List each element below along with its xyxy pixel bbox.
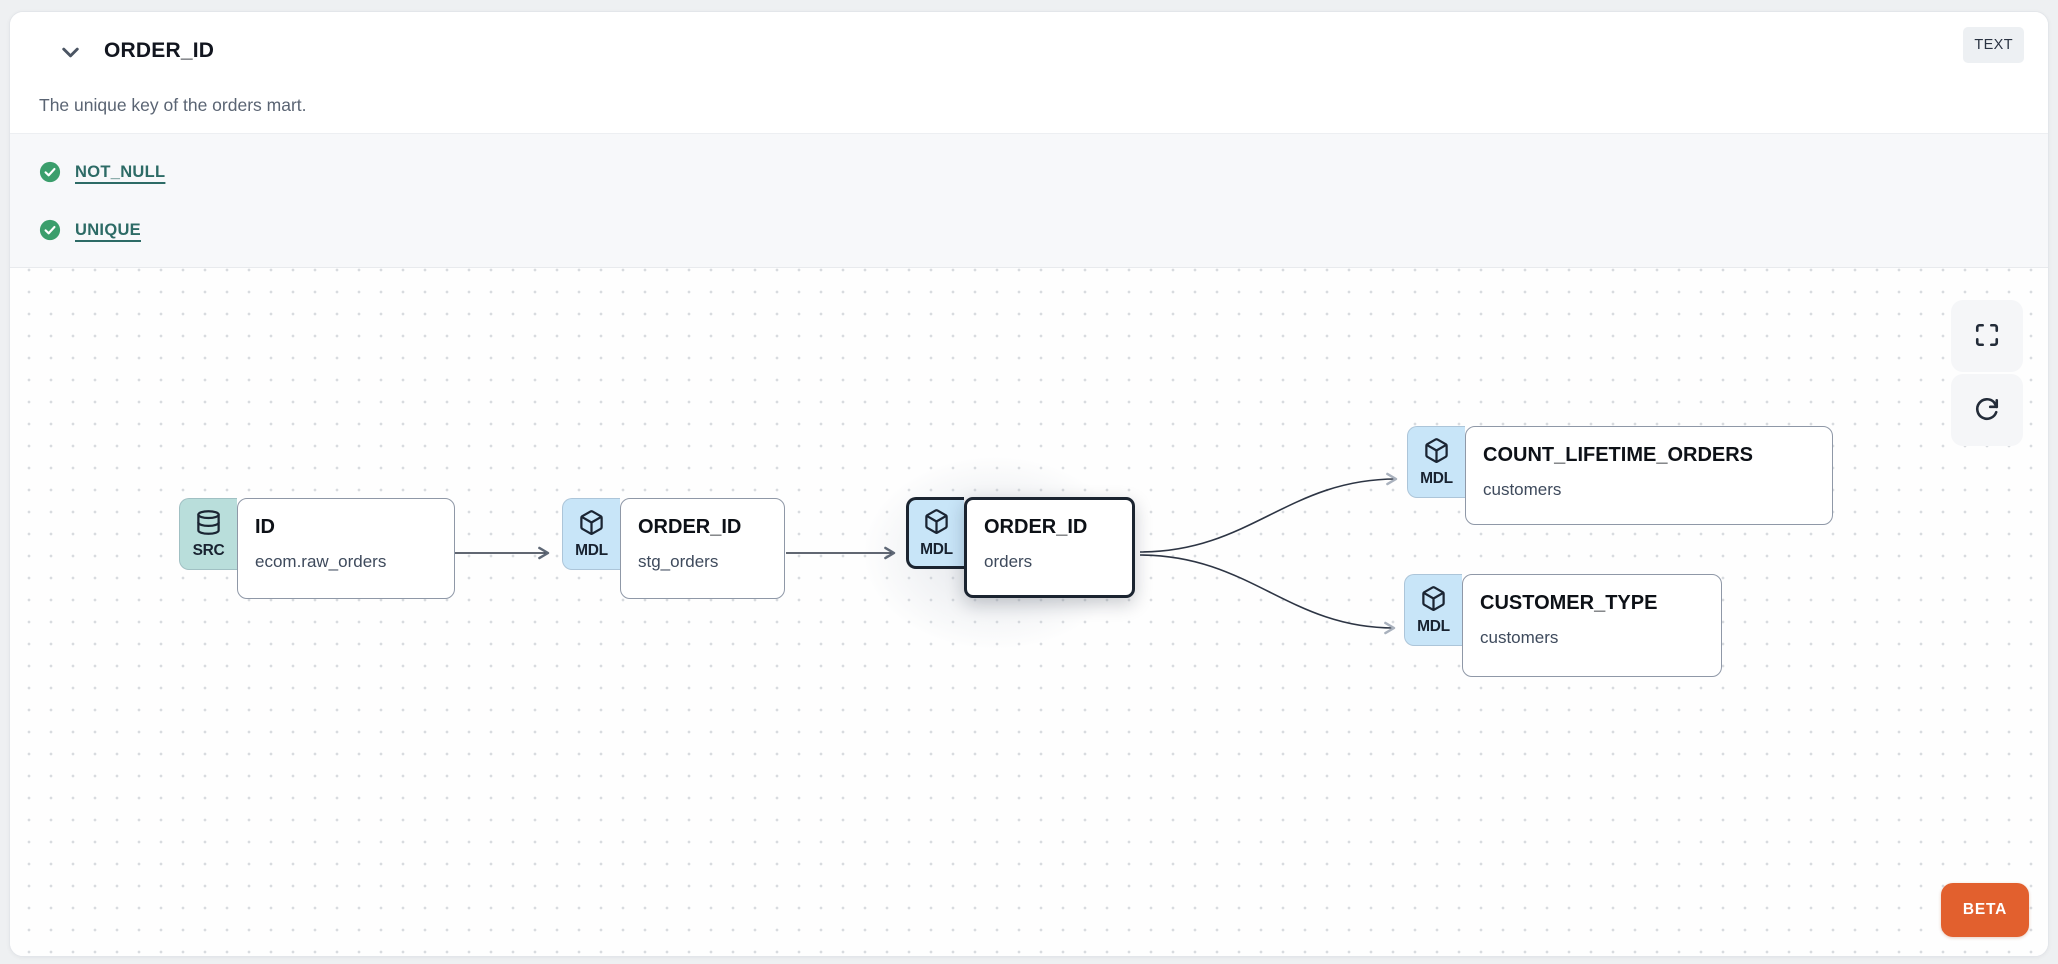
test-link-not-null[interactable]: NOT_NULL: [75, 162, 166, 181]
node-type-badge: MDL: [906, 497, 964, 569]
node-subtitle: customers: [1483, 480, 1562, 499]
column-details-panel: ORDER_ID TEXT The unique key of the orde…: [9, 11, 2049, 957]
refresh-button[interactable]: [1951, 374, 2023, 446]
lineage-canvas[interactable]: SRC ID ecom.raw_orders MDL ORDER_ID stg_…: [10, 268, 2048, 956]
refresh-icon: [1974, 396, 2000, 425]
check-circle-icon: [39, 219, 61, 241]
node-subtitle: orders: [984, 552, 1033, 571]
node-card: ORDER_ID orders: [964, 497, 1135, 598]
node-type-badge: MDL: [562, 498, 620, 570]
column-title: ORDER_ID: [104, 39, 215, 62]
node-badge-label: SRC: [192, 541, 225, 559]
lineage-node-source[interactable]: SRC ID ecom.raw_orders: [179, 498, 455, 599]
node-subtitle: stg_orders: [638, 552, 719, 571]
lineage-node-customer-type[interactable]: MDL CUSTOMER_TYPE customers: [1404, 574, 1722, 677]
node-title: ORDER_ID: [984, 516, 1088, 538]
node-card: COUNT_LIFETIME_ORDERS customers: [1465, 426, 1833, 525]
node-badge-label: MDL: [1417, 617, 1450, 635]
tests-section: NOT_NULL UNIQUE: [10, 133, 2048, 268]
chevron-down-icon: [57, 39, 84, 69]
node-type-badge: MDL: [1407, 426, 1465, 498]
lineage-node-count-lifetime-orders[interactable]: MDL COUNT_LIFETIME_ORDERS customers: [1407, 426, 1833, 525]
data-type-badge: TEXT: [1963, 27, 2024, 63]
node-card: ORDER_ID stg_orders: [620, 498, 785, 599]
cube-icon: [578, 509, 605, 541]
node-card: CUSTOMER_TYPE customers: [1462, 574, 1722, 677]
node-title: ID: [255, 516, 275, 538]
node-badge-label: MDL: [920, 540, 953, 558]
check-circle-icon: [39, 161, 61, 183]
fullscreen-button[interactable]: [1951, 300, 2023, 372]
node-type-badge: SRC: [179, 498, 237, 570]
node-title: CUSTOMER_TYPE: [1480, 592, 1658, 614]
cube-icon: [1423, 437, 1450, 469]
node-subtitle: customers: [1480, 628, 1559, 647]
column-description: The unique key of the orders mart.: [39, 95, 307, 115]
node-card: ID ecom.raw_orders: [237, 498, 455, 599]
node-title: COUNT_LIFETIME_ORDERS: [1483, 444, 1754, 466]
test-row-unique: UNIQUE: [39, 210, 2048, 250]
node-title: ORDER_ID: [638, 516, 742, 538]
database-icon: [195, 509, 222, 541]
expand-icon: [1974, 322, 2000, 351]
node-badge-label: MDL: [575, 541, 608, 559]
cube-icon: [923, 508, 950, 540]
node-type-badge: MDL: [1404, 574, 1462, 646]
test-row-not-null: NOT_NULL: [39, 152, 2048, 192]
lineage-node-stg-orders[interactable]: MDL ORDER_ID stg_orders: [562, 498, 785, 599]
beta-badge: BETA: [1941, 883, 2029, 937]
test-link-unique[interactable]: UNIQUE: [75, 220, 141, 239]
lineage-node-orders-selected[interactable]: MDL ORDER_ID orders: [906, 497, 1135, 598]
lineage-edges: [454, 472, 1398, 635]
node-subtitle: ecom.raw_orders: [255, 552, 387, 571]
collapse-toggle-button[interactable]: [51, 36, 89, 72]
header: ORDER_ID TEXT The unique key of the orde…: [10, 12, 2048, 133]
node-badge-label: MDL: [1420, 469, 1453, 487]
cube-icon: [1420, 585, 1447, 617]
